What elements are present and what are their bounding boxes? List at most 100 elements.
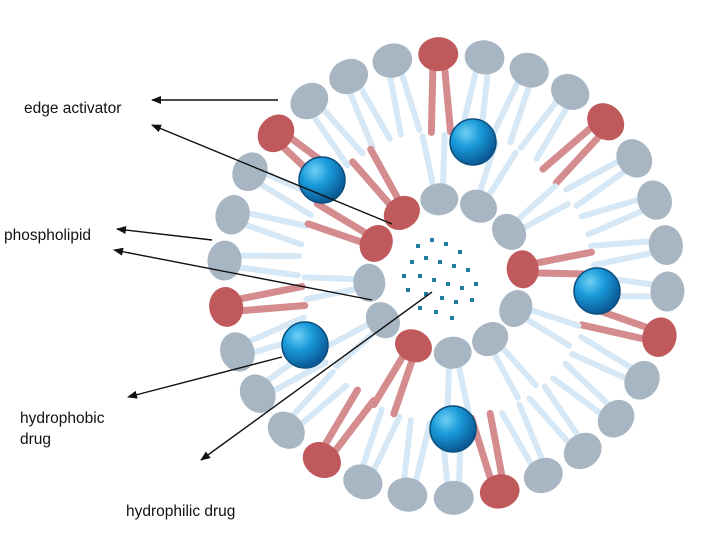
phospholipid-tail	[455, 363, 473, 419]
label-hydrophobic-drug-line1: hydrophobic	[20, 410, 105, 427]
phospholipid-tail	[271, 359, 329, 394]
edge-activator-tail	[332, 397, 377, 454]
phospholipid-tail	[247, 314, 307, 344]
hydrophilic-drug-dot	[460, 286, 464, 290]
edge-activator-head	[209, 286, 244, 327]
phospholipid-head	[329, 58, 369, 95]
phospholipid-tail	[563, 158, 621, 193]
edge-activator-head	[394, 329, 432, 363]
inner-leaflet-heads	[353, 183, 539, 369]
edge-activator-tail	[427, 66, 437, 136]
phospholipid-tail	[413, 420, 433, 483]
hydrophilic-drug-dot	[430, 238, 434, 242]
edge-activator-tail	[237, 283, 306, 303]
phospholipid-head	[353, 263, 386, 302]
phospholipid-tail	[526, 395, 572, 446]
hydrophilic-drug-dot	[424, 256, 428, 260]
hydrophilic-drug-dot	[402, 274, 406, 278]
edge-activator-head	[642, 317, 677, 357]
phospholipid-tail	[499, 344, 539, 389]
hydrophilic-drug-dot	[418, 274, 422, 278]
phospholipid-tail	[246, 210, 310, 229]
phospholipid-tail	[533, 105, 570, 162]
hydrophilic-drug-dot	[454, 300, 458, 304]
edge-activator-tail	[552, 133, 602, 187]
edge-activator-tail	[313, 200, 370, 237]
phospholipid-head	[433, 480, 474, 515]
phospholipid-head	[597, 399, 635, 438]
phospholipid-head	[472, 322, 509, 357]
arrow-phospholipid-1	[116, 226, 213, 241]
phospholipid-tail	[523, 315, 573, 349]
edge-activator-head	[383, 195, 420, 230]
phospholipid-tail	[585, 208, 645, 238]
phospholipid-tail	[499, 410, 534, 467]
phospholipid-tail	[578, 334, 634, 371]
lipid-tails	[237, 66, 655, 486]
hydrophobic-drug-spheres	[281, 118, 621, 453]
edge-activator-tail	[322, 386, 362, 447]
hydrophilic-drug-dot	[450, 316, 454, 320]
hydrophilic-drug-dot	[446, 282, 450, 286]
hydrophilic-drug-dot	[424, 292, 428, 296]
phospholipid-head	[616, 139, 653, 178]
phospholipid-tail	[290, 368, 336, 418]
hydrophilic-drug-dot	[452, 264, 456, 268]
phospholipid-head	[523, 457, 563, 494]
edge-activator-tail	[370, 352, 407, 409]
phospholipid-head	[239, 374, 276, 413]
hydrophilic-drug-dot	[418, 306, 422, 310]
hydrophilic-drug-dot	[466, 268, 470, 272]
edge-activator-head	[418, 37, 459, 72]
phospholipid-tail	[541, 383, 581, 438]
phospholipid-tail	[301, 274, 358, 282]
phospholipid-tail	[298, 382, 350, 427]
phospholipid-head	[624, 360, 660, 400]
phospholipid-tail	[491, 350, 521, 401]
phospholipid-tail	[371, 413, 403, 473]
edge-activator-tail	[367, 145, 402, 203]
hydrophilic-drug-dot	[438, 260, 442, 264]
edge-activator-tail	[441, 66, 455, 136]
arrow-hydrophilic-drug	[200, 291, 433, 461]
phospholipid-tail	[507, 84, 532, 146]
phospholipid-tail	[590, 250, 654, 268]
hydrophilic-drug-dots	[402, 238, 478, 320]
edge-activator-head	[479, 474, 520, 509]
phospholipid-head	[267, 411, 305, 449]
outer-leaflet-heads	[207, 37, 685, 515]
phospholipid-tail	[387, 74, 404, 138]
hydrophobic-drug-sphere	[281, 321, 329, 369]
hydrophilic-drug-dot	[432, 278, 436, 282]
edge-activator-tail	[239, 302, 309, 315]
edge-activator-head	[359, 224, 393, 262]
phospholipid-tail	[489, 79, 521, 139]
phospholipid-head	[220, 332, 255, 372]
phospholipid-head	[551, 73, 590, 110]
phospholipid-head	[563, 432, 602, 470]
phospholipid-tail	[243, 221, 305, 248]
phospholipid-head	[343, 464, 383, 500]
phospholipid-head	[499, 290, 533, 328]
phospholipid-tail	[550, 375, 603, 417]
label-hydrophobic-drug-line2: drug	[20, 431, 51, 448]
phospholipid-head	[433, 336, 472, 369]
phospholipid-tail	[237, 264, 301, 279]
edge-activator-tail	[539, 125, 594, 173]
phospholipid-tail	[485, 149, 519, 199]
phospholipid-head	[650, 271, 685, 312]
phospholipid-head	[215, 195, 250, 235]
phospholipid-tail	[358, 85, 393, 142]
phospholipid-head	[637, 180, 672, 220]
arrow-hydrophobic-drug	[127, 356, 283, 399]
phospholipid-head	[207, 240, 242, 281]
phospholipid-tail	[258, 181, 314, 218]
phospholipid-head	[290, 82, 329, 120]
phospholipid-head	[372, 43, 413, 78]
phospholipid-head	[464, 40, 505, 75]
hydrophilic-drug-dot	[410, 260, 414, 264]
phospholipid-tail	[578, 196, 641, 220]
phospholipid-head	[365, 302, 400, 339]
phospholipid-tail	[320, 106, 366, 157]
hydrophobic-drug-sphere	[449, 118, 497, 166]
